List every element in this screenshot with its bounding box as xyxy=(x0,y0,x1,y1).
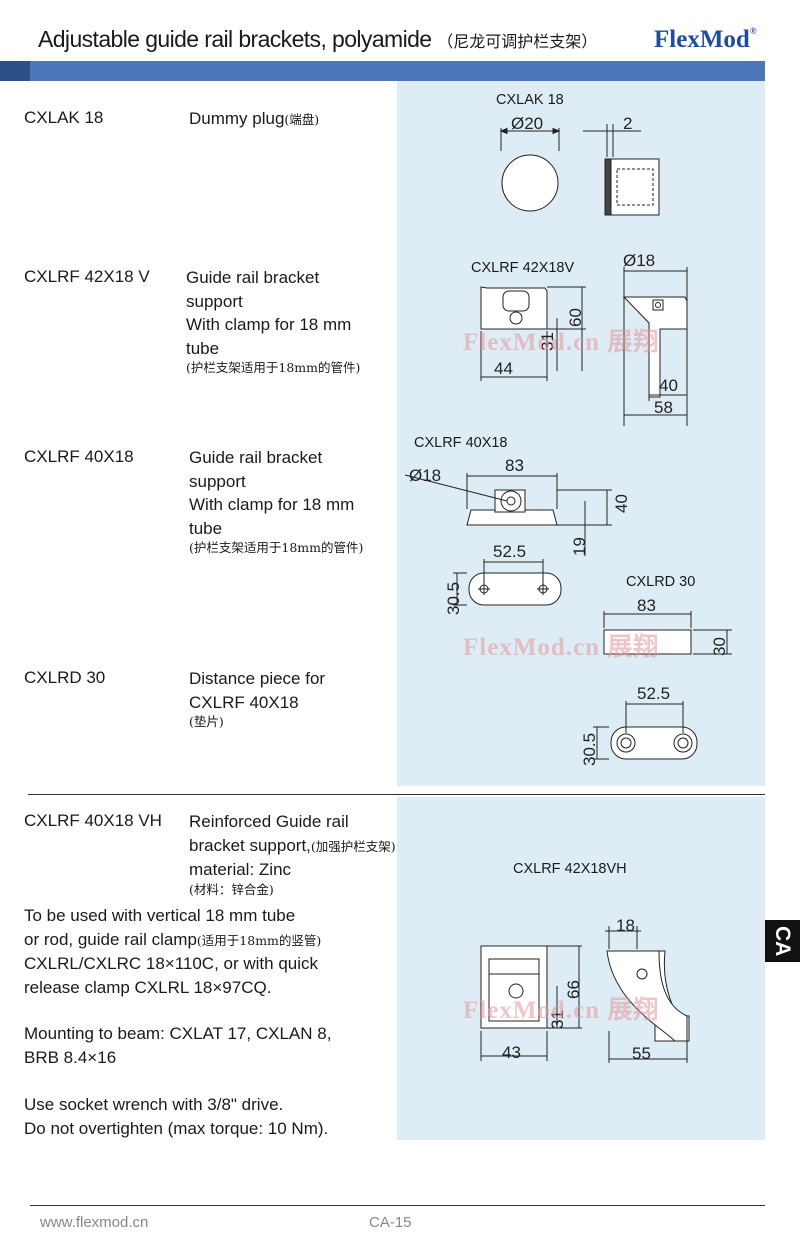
section-divider xyxy=(28,794,765,795)
page-title: Adjustable guide rail brackets, polyamid… xyxy=(38,26,598,52)
svg-text:40: 40 xyxy=(659,376,678,395)
svg-text:31: 31 xyxy=(548,1010,567,1029)
bracket-42x18v-drawing xyxy=(480,267,688,426)
svg-text:83: 83 xyxy=(637,596,656,615)
svg-text:30.5: 30.5 xyxy=(580,733,599,766)
svg-text:Ø18: Ø18 xyxy=(623,251,655,270)
product-code: CXLRD 30 xyxy=(24,668,106,687)
svg-text:2: 2 xyxy=(623,114,632,133)
svg-text:Ø18: Ø18 xyxy=(409,466,441,485)
technical-drawings: Ø20 2 Ø18 60 31 44 40 58 Ø18 83 40 19 52… xyxy=(404,114,732,1063)
wrench-note: Use socket wrench with 3/8" drive.Do not… xyxy=(24,1095,329,1138)
svg-text:44: 44 xyxy=(494,359,513,378)
product-code: CXLAK 18 xyxy=(24,108,104,127)
figure-panel-bottom xyxy=(397,797,765,1140)
section-tab[interactable]: CA xyxy=(765,920,800,962)
svg-text:52.5: 52.5 xyxy=(493,542,526,561)
product-code: CXLRF 40X18 xyxy=(24,447,134,466)
usage-note: To be used with vertical 18 mm tube or r… xyxy=(24,906,322,997)
distance-piece-drawing xyxy=(593,611,732,760)
product-code: CXLRF 40X18 VH xyxy=(24,811,162,830)
svg-text:55: 55 xyxy=(632,1044,651,1063)
footer-url[interactable]: www.flexmod.cn xyxy=(40,1214,149,1231)
svg-text:58: 58 xyxy=(654,398,673,417)
product-description: Dummy plug(端盘) xyxy=(189,109,320,128)
mounting-note: Mounting to beam: CXLAT 17, CXLAN 8,BRB … xyxy=(24,1024,332,1067)
figure-panel-top xyxy=(397,81,765,786)
svg-text:52.5: 52.5 xyxy=(637,684,670,703)
header-bar xyxy=(30,61,765,81)
svg-text:83: 83 xyxy=(505,456,524,475)
svg-text:31: 31 xyxy=(538,332,557,351)
svg-text:19: 19 xyxy=(570,537,589,556)
bracket-40x18-drawing xyxy=(404,473,612,606)
watermark: FlexMod.cn 展翔 xyxy=(463,329,660,356)
figure-label: CXLRF 42X18VH xyxy=(513,861,627,877)
watermark: FlexMod.cn 展翔 xyxy=(463,634,660,661)
page-number: CA-15 xyxy=(369,1214,412,1231)
bracket-42x18vh-drawing xyxy=(480,926,690,1063)
svg-text:Ø20: Ø20 xyxy=(511,114,543,133)
svg-text:43: 43 xyxy=(502,1043,521,1062)
dummy-plug-drawing xyxy=(499,124,660,216)
svg-text:18: 18 xyxy=(616,916,635,935)
product-description: Reinforced Guide rail bracket support,(加… xyxy=(189,812,396,897)
figure-label: CXLRF 42X18V xyxy=(471,260,575,276)
svg-text:30.5: 30.5 xyxy=(444,582,463,615)
svg-text:30: 30 xyxy=(710,637,729,656)
header-bar-edge xyxy=(0,61,30,81)
figure-label: CXLRF 40X18 xyxy=(414,435,508,451)
svg-text:40: 40 xyxy=(612,494,631,513)
figure-label: CXLRD 30 xyxy=(626,574,696,590)
product-code: CXLRF 42X18 V xyxy=(24,267,150,286)
page-title-cn: （尼龙可调护栏支架） xyxy=(437,32,598,51)
watermark: FlexMod.cn 展翔 xyxy=(463,997,660,1024)
footer-rule xyxy=(30,1205,765,1206)
figure-label: CXLAK 18 xyxy=(496,92,564,108)
svg-text:60: 60 xyxy=(566,308,585,327)
brand-logo: FlexMod® xyxy=(654,26,757,53)
svg-text:66: 66 xyxy=(564,980,583,999)
